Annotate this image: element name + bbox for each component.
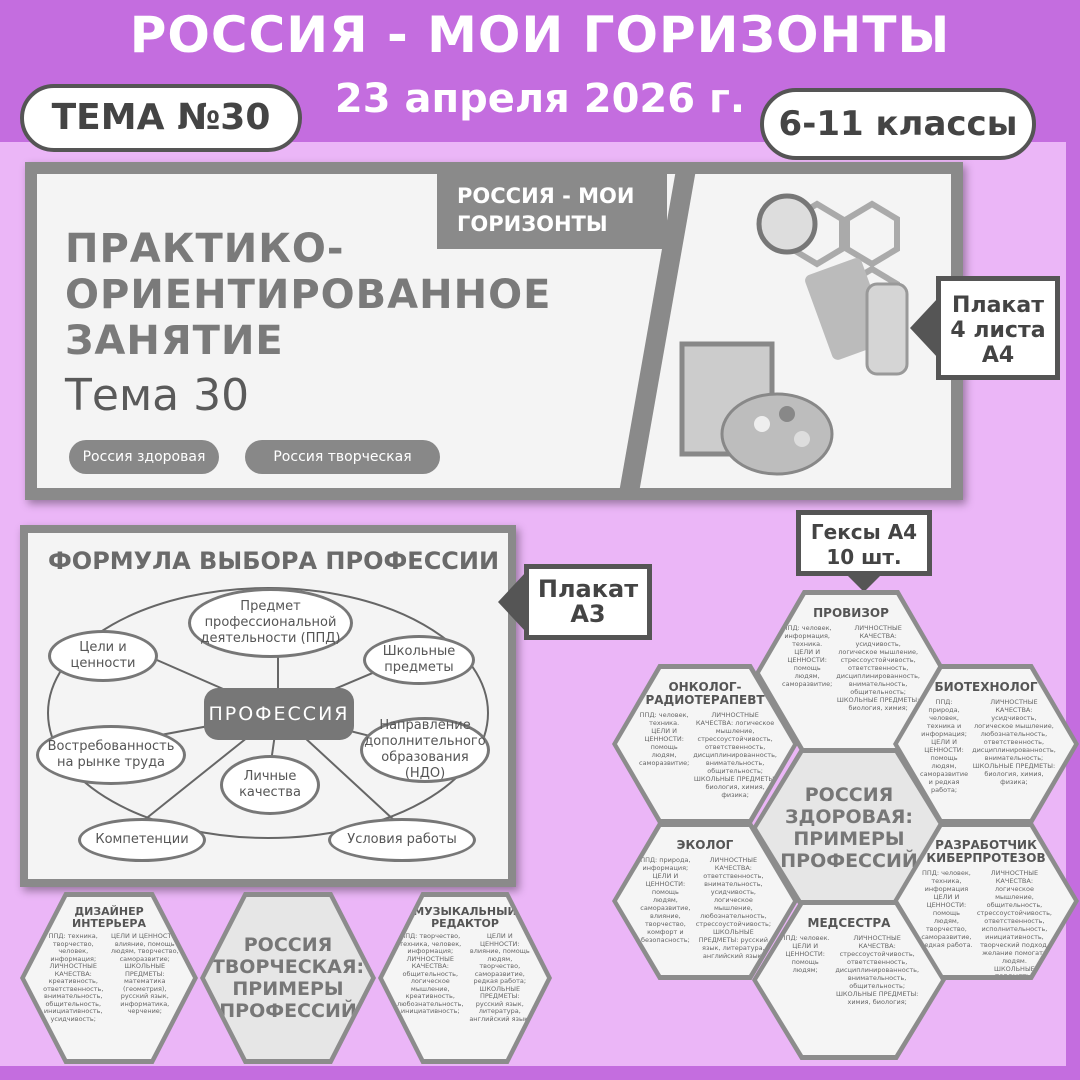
hex-title: ЭКОЛОГ <box>676 838 734 852</box>
hex-card: ДИЗАЙНЕР ИНТЕРЬЕРА ППД: техника, творчес… <box>20 892 198 1064</box>
hex-title: МУЗЫКАЛЬНЫЙ РЕДАКТОР <box>413 905 517 930</box>
callout-banner: Плакат 4 листа А4 <box>936 276 1060 380</box>
hex-qualities: ЛИЧНОСТНЫЕ КАЧЕСТВА: ответственность, вн… <box>695 856 772 928</box>
hex-goals: ЦЕЛИ И ЦЕННОСТИ: помощь людям, саморазви… <box>782 648 833 688</box>
hex-title: ПРОВИЗОР <box>813 606 889 620</box>
banner-tag: РОССИЯ - МОИ ГОРИЗОНТЫ <box>437 174 667 249</box>
hex-title: ДИЗАЙНЕР ИНТЕРЬЕРА <box>72 905 146 930</box>
hex-title: РОССИЯ ТВОРЧЕСКАЯ: ПРИМЕРЫ ПРОФЕССИЙ <box>211 934 365 1022</box>
hex-ppd: ППД: человек, техника, информация <box>921 869 971 893</box>
hex-title: РАЗРАБОТЧИК КИБЕРПРОТЕЗОВ <box>926 838 1046 865</box>
hex-title: РОССИЯ ЗДОРОВАЯ: ПРИМЕРЫ ПРОФЕССИЙ <box>780 784 918 872</box>
hex-ppd: ППД: человек. <box>780 934 830 942</box>
hex-ppd: ППД: техника, творчество, человек, инфор… <box>48 932 98 963</box>
grades-badge: 6-11 классы <box>760 88 1036 160</box>
topic-badge: ТЕМА №30 <box>20 84 302 152</box>
node-ndo: Направление дополнительного образования … <box>360 717 490 783</box>
hex-goals: ЦЕЛИ И ЦЕННОСТИ: влияние, помощь людям, … <box>469 932 530 985</box>
hex-title: БИОТЕХНОЛОГ <box>934 680 1038 694</box>
hex-ppd: ППД: человек, информация, техника. <box>782 624 832 648</box>
node-conditions: Условия работы <box>328 818 476 862</box>
hex-subjects: ШКОЛЬНЫЕ ПРЕДМЕТЫ: биология, химия; <box>836 696 920 712</box>
node-profession: ПРОФЕССИЯ <box>204 688 354 740</box>
hex-ppd: ППД: природа, информация; <box>640 856 691 872</box>
chip-creative: Россия творческая <box>245 440 440 474</box>
node-demand: Востребованность на рынке труда <box>36 725 186 785</box>
illustration-medicine-art <box>679 193 909 476</box>
hex-subjects: ШКОЛЬНЫЕ ПРЕДМЕТЫ: русский язык, литерат… <box>469 984 531 1023</box>
banner-subheading: Тема 30 <box>65 370 250 421</box>
hex-goals: ЦЕЛИ И ЦЕННОСТИ: помощь людям, саморазви… <box>920 738 969 794</box>
hex-goals: ЦЕЛИ И ЦЕННОСТИ: помощь людям, саморазви… <box>640 872 691 944</box>
right-border <box>1066 142 1080 1080</box>
hex-ppd: ППД: творчество, техника, человек, инфор… <box>399 932 462 955</box>
poster-title: ФОРМУЛА ВЫБОРА ПРОФЕССИИ <box>48 547 500 575</box>
callout-poster: Плакат А3 <box>524 564 652 640</box>
hex-goals: ЦЕЛИ И ЦЕННОСТИ: помощь людям, творчеств… <box>920 893 973 949</box>
hex-ppd: ППД: природа, человек, техника и информа… <box>921 698 967 738</box>
hex-ppd: ППД: человек, техника. <box>639 711 689 727</box>
hex-title: МЕДСЕСТРА <box>807 916 891 930</box>
hex-subjects: ШКОЛЬНЫЕ ПРЕДМЕТЫ: математика (геометрия… <box>120 962 170 1015</box>
hex-qualities: ЛИЧНОСТНЫЕ КАЧЕСТВА: усидчивость, логиче… <box>836 624 920 696</box>
chip-healthy: Россия здоровая <box>69 440 219 474</box>
hex-subjects: ШКОЛЬНЫЕ ПРЕДМЕТЫ: русский язык, литерат… <box>698 928 768 960</box>
banner-heading: ПРАКТИКО-ОРИЕНТИРОВАННОЕ ЗАНЯТИЕ <box>65 226 552 364</box>
node-competencies: Компетенции <box>78 818 206 862</box>
page-title: РОССИЯ - МОИ ГОРИЗОНТЫ <box>129 6 951 64</box>
node-qualities: Личные качества <box>220 755 320 815</box>
hex-title: ОНКОЛОГ-РАДИОТЕРАПЕВТ <box>645 680 765 707</box>
hex-qualities: ЛИЧНОСТНЫЕ КАЧЕСТВА: усидчивость, логиче… <box>972 698 1056 762</box>
hex-goals: ЦЕЛИ И ЦЕННОСТИ: влияние, помощь людям, … <box>110 932 179 963</box>
callout-arrow <box>498 572 526 632</box>
callout-arrow <box>910 298 938 358</box>
node-goals: Цели и ценности <box>48 630 158 682</box>
banner-poster: РОССИЯ - МОИ ГОРИЗОНТЫ ПРАКТИКО-ОРИЕНТИР… <box>25 162 963 500</box>
node-ppd: Предмет профессиональной деятельности (П… <box>188 588 353 658</box>
node-subjects: Школьные предметы <box>363 635 475 685</box>
hex-subjects: ШКОЛЬНЫЕ ПРЕДМЕТЫ: химия, биология; <box>835 990 919 1006</box>
callout-arrow <box>846 574 882 592</box>
hex-goals: ЦЕЛИ И ЦЕННОСТИ: помощь людям; <box>785 942 825 974</box>
hex-subjects: ШКОЛЬНЫЕ ПРЕДМЕТЫ: биология, химия, физи… <box>693 775 777 799</box>
hex-subjects: ШКОЛЬНЫЕ ПРЕДМЕТЫ: математика, физика, б… <box>977 965 1051 997</box>
hex-qualities: ЛИЧНОСТНЫЕ КАЧЕСТВА: креативность, ответ… <box>43 962 104 1023</box>
event-date: 23 апреля 2026 г. <box>334 76 746 122</box>
hex-subjects: ШКОЛЬНЫЕ ПРЕДМЕТЫ: биология, химия, физи… <box>972 762 1056 786</box>
hex-goals: ЦЕЛИ И ЦЕННОСТИ: помощь людям, саморазви… <box>639 727 690 767</box>
callout-hexes: Гексы А4 10 шт. <box>796 510 932 576</box>
hex-qualities: ЛИЧНОСТНЫЕ КАЧЕСТВА: логическое мышление… <box>693 711 777 775</box>
bottom-border <box>0 1066 1080 1080</box>
poster-a3: ФОРМУЛА ВЫБОРА ПРОФЕССИИ Цели и ценности… <box>20 525 516 887</box>
hex-qualities: ЛИЧНОСТНЫЕ КАЧЕСТВА: общительность, логи… <box>397 954 464 1015</box>
hex-card: МУЗЫКАЛЬНЫЙ РЕДАКТОР ППД: творчество, те… <box>378 892 552 1064</box>
hex-qualities: ЛИЧНОСТНЫЕ КАЧЕСТВА: стрессоустойчивость… <box>835 934 920 990</box>
hex-qualities: ЛИЧНОСТНЫЕ КАЧЕСТВА: логическое мышление… <box>976 869 1052 965</box>
hex-card: РОССИЯ ТВОРЧЕСКАЯ: ПРИМЕРЫ ПРОФЕССИЙ <box>200 892 376 1064</box>
hex-card: ОНКОЛОГ-РАДИОТЕРАПЕВТ ППД: человек, техн… <box>612 664 798 824</box>
